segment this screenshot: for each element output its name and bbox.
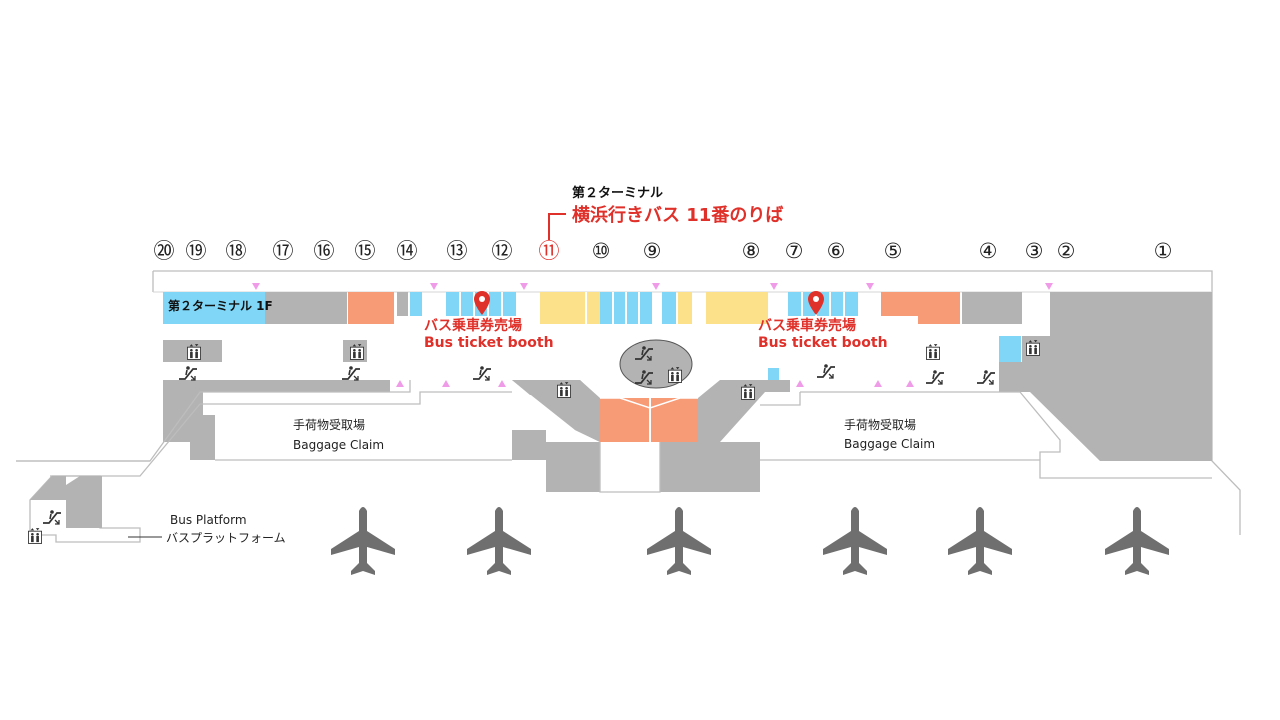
- shop-area: [348, 292, 394, 324]
- platform-number: ①: [1154, 239, 1173, 263]
- platform-number: ⑯: [314, 239, 335, 263]
- entrance-marker-group: [252, 283, 1053, 387]
- airplane-icon: [647, 507, 711, 575]
- platform-number: ⑦: [785, 239, 804, 263]
- ticket-booth-label-en: Bus ticket booth: [758, 335, 888, 351]
- baggage-claim-label-jp: 手荷物受取場: [844, 418, 916, 432]
- platform-number: ⑭: [397, 239, 418, 263]
- platform-number: ⑧: [742, 239, 761, 263]
- bus-platform-label-jp: バスプラットフォーム: [166, 531, 286, 545]
- callout-bracket: [548, 213, 566, 240]
- gray-block: [962, 292, 1022, 324]
- bus-platform-label-en: Bus Platform: [170, 513, 247, 527]
- platform-number: ⑮: [355, 239, 376, 263]
- airplane-icon: [823, 507, 887, 575]
- escalator-icon: [925, 369, 945, 385]
- shop-area: [768, 368, 779, 380]
- platform-number: ⑳: [154, 239, 175, 263]
- baggage-claim-label-en: Baggage Claim: [293, 438, 384, 452]
- escalator-icon: [341, 365, 361, 381]
- airplane-icon: [1105, 507, 1169, 575]
- platform-number: ⑤: [884, 239, 903, 263]
- baggage-claim-label-jp: 手荷物受取場: [293, 418, 365, 432]
- platform-number: ⑬: [447, 239, 468, 263]
- escalator-icon: [816, 363, 836, 379]
- shop-area: [999, 336, 1021, 362]
- ticket-booth-label-jp: バス乗車券売場: [758, 317, 856, 334]
- escalator-icon: [976, 369, 996, 385]
- terminal-title: 第２ターミナル: [572, 185, 663, 201]
- shop-area: [410, 292, 422, 316]
- ticket-booth-label-en: Bus ticket booth: [424, 335, 554, 351]
- escalator-icon: [472, 365, 492, 381]
- platform-number: ⑨: [643, 239, 662, 263]
- platform-number: ⑥: [827, 239, 846, 263]
- gray-block: [397, 292, 408, 316]
- gray-block: [546, 442, 600, 492]
- elevator-icon: [926, 344, 940, 360]
- platform-number: ②: [1057, 239, 1076, 263]
- platform-number: ④: [979, 239, 998, 263]
- platform-number: ⑫: [492, 239, 513, 263]
- gray-block: [512, 430, 546, 460]
- gray-block: [263, 292, 347, 324]
- escalator-icon: [42, 509, 62, 525]
- platform-headline: 横浜行きバス 11番のりば: [572, 204, 783, 226]
- shop-area: [163, 292, 265, 324]
- airplane-icon: [948, 507, 1012, 575]
- platform-number: ③: [1025, 239, 1044, 263]
- gray-block: [190, 415, 215, 460]
- ticket-booth-label-jp: バス乗車券売場: [424, 317, 522, 334]
- gray-block: [999, 292, 1212, 461]
- platform-number: ⑱: [226, 239, 247, 263]
- airplane-icon: [467, 507, 531, 575]
- floor-label: 第２ターミナル 1F: [168, 298, 273, 313]
- airplane-icon: [331, 507, 395, 575]
- shop-area: [881, 292, 960, 324]
- baggage-claim-label-en: Baggage Claim: [844, 437, 935, 451]
- platform-number: ⑰: [273, 239, 294, 263]
- escalator-icon: [178, 365, 198, 381]
- platform-number: ⑲: [186, 239, 207, 263]
- bus-platform-area: [29, 475, 141, 543]
- platform-number: ⑪: [539, 239, 560, 263]
- platform-number: ⑩: [592, 239, 611, 263]
- shop-cluster: [540, 292, 768, 324]
